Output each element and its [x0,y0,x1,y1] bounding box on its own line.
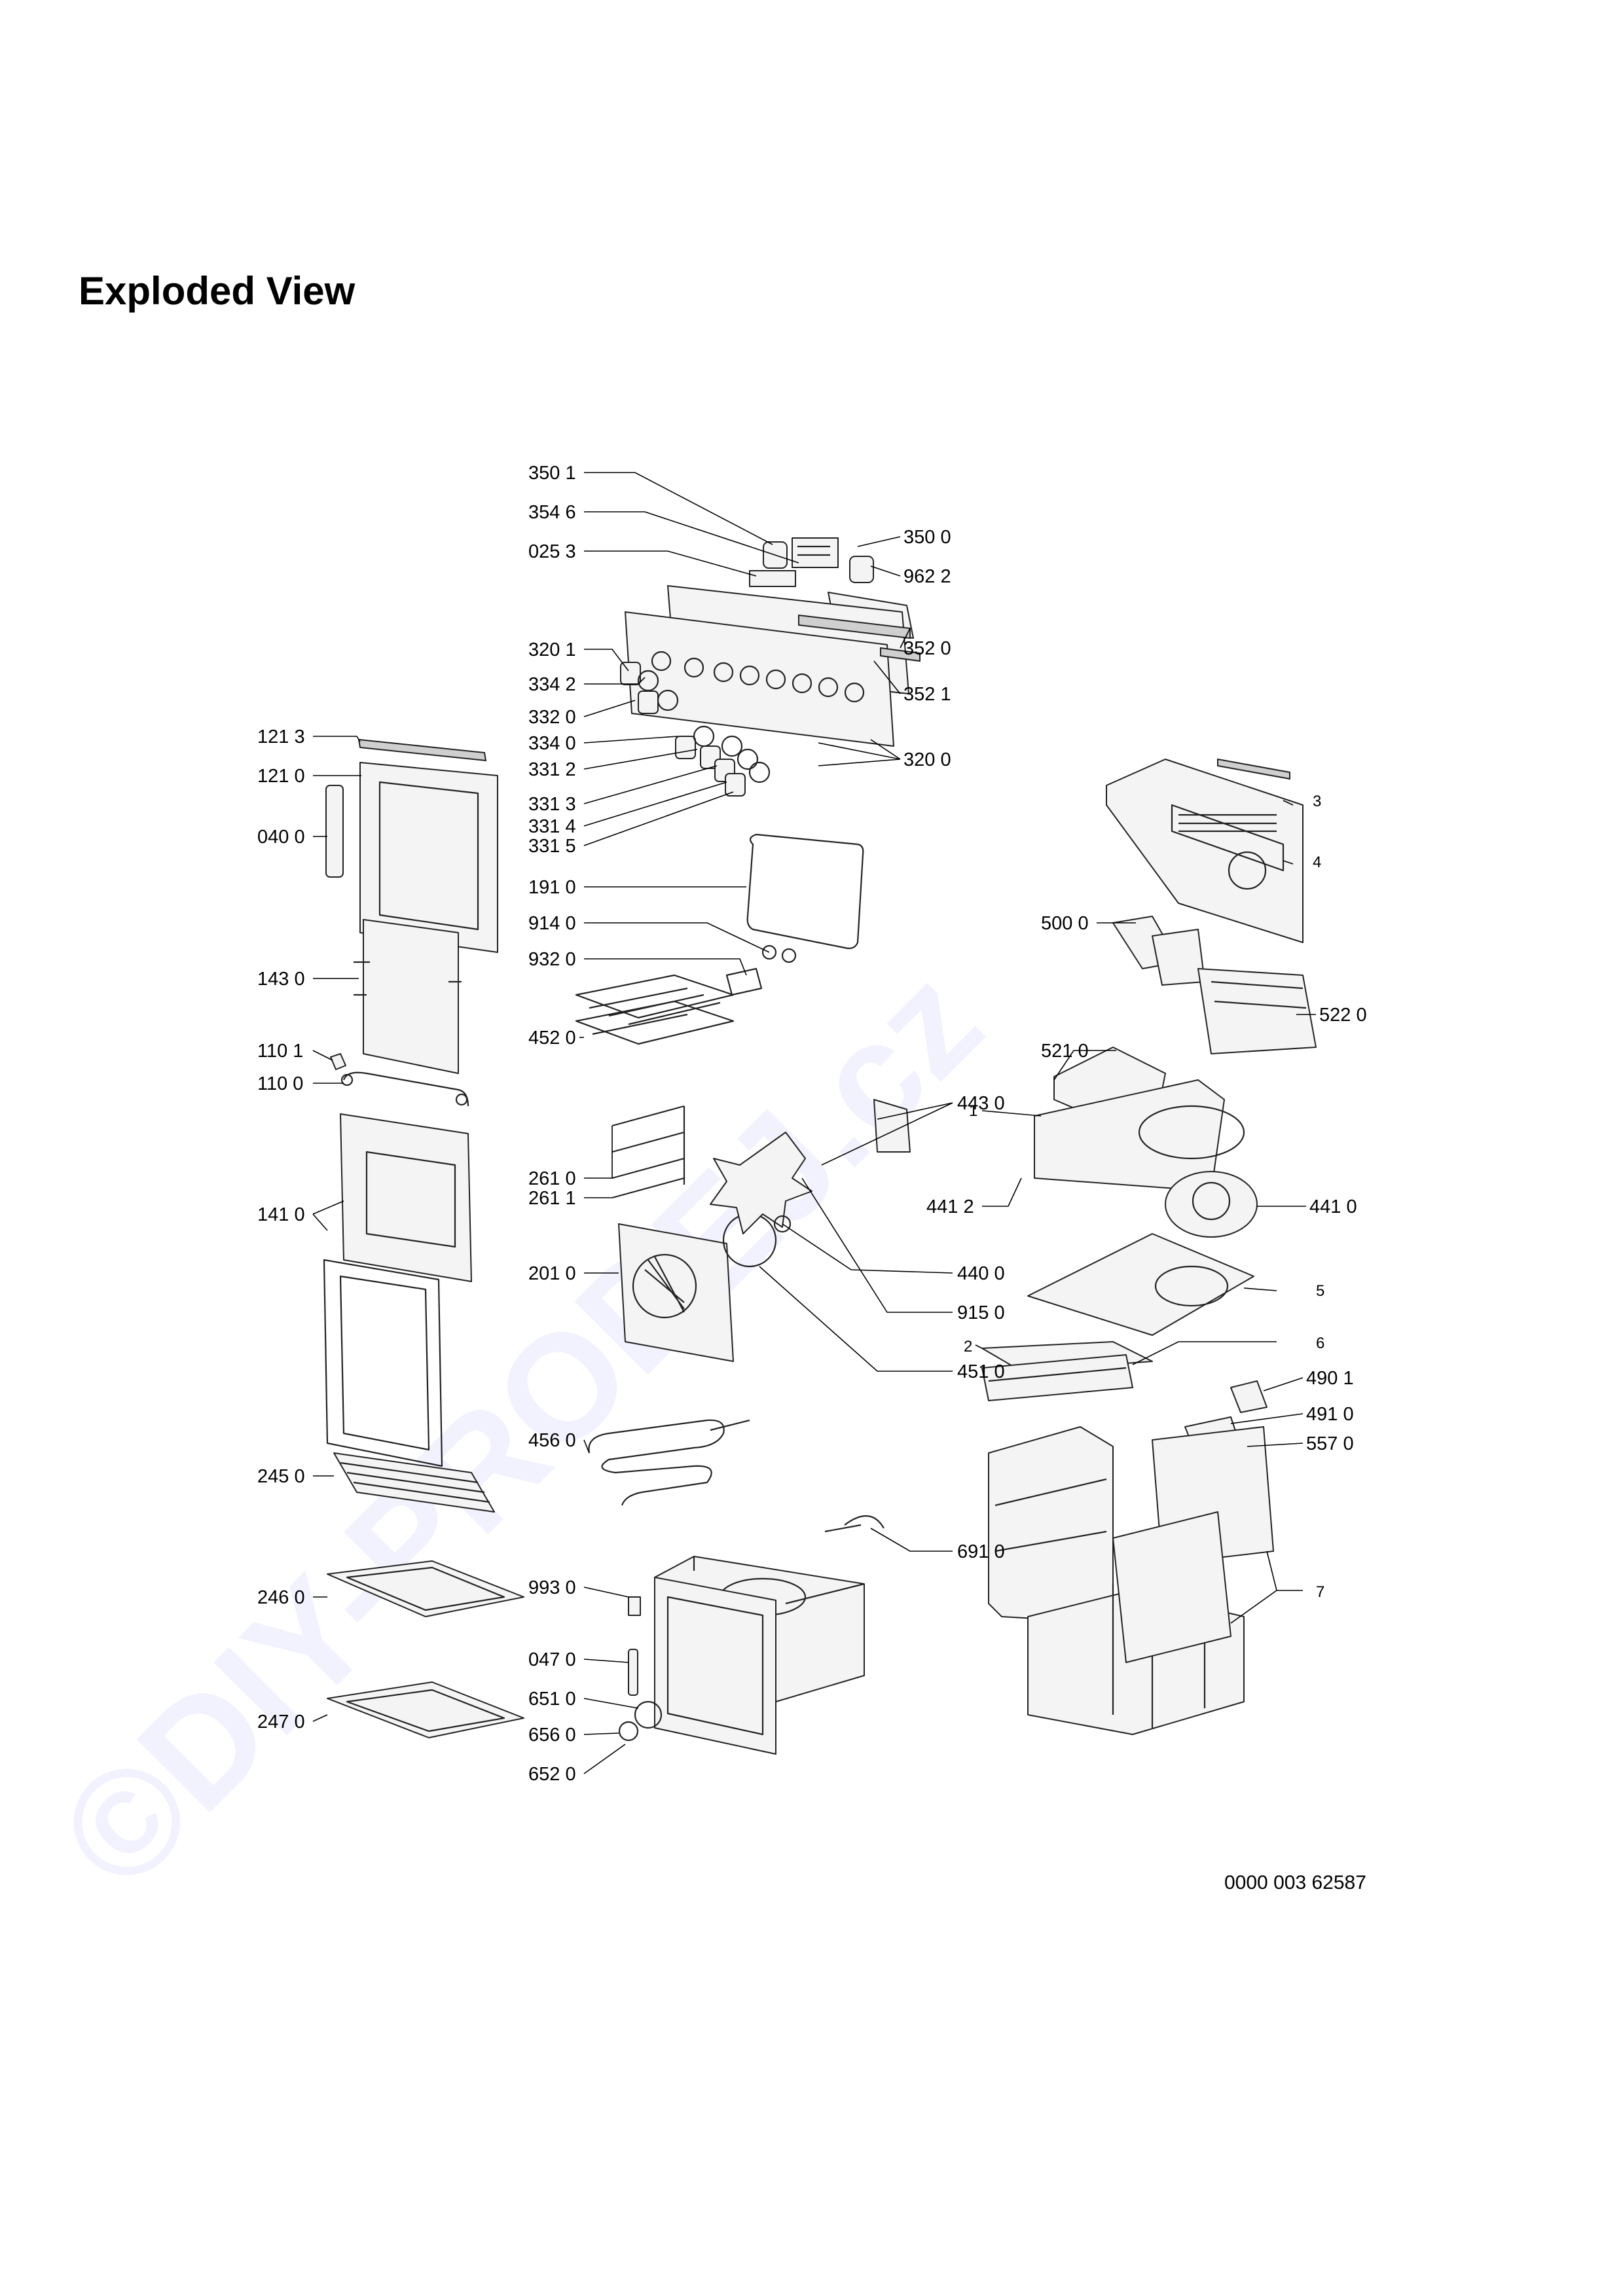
part-label-2611: 261 1 [528,1188,576,1209]
part-label-3320: 332 0 [528,707,576,728]
part-label-1210: 121 0 [257,766,305,787]
part-label-3342: 334 2 [528,674,576,695]
part-label-0253: 025 3 [528,541,576,562]
part-label-2610: 261 0 [528,1168,576,1189]
part-label-n7: 7 [1316,1583,1324,1601]
cavity-parts [575,833,911,1755]
part-label-5220: 522 0 [1319,1005,1367,1026]
part-label-3501: 350 1 [528,463,576,484]
part-label-6910: 691 0 [957,1541,1005,1562]
part-number-labels: 350 1 354 6 025 3 350 0 962 2 352 0 352 … [257,463,1367,1785]
part-label-3500: 350 0 [903,527,951,548]
control-panel-parts [620,537,921,797]
door-parts [323,738,524,1738]
part-label-6510: 651 0 [528,1689,576,1710]
part-label-3315: 331 5 [528,836,576,857]
part-label-3546: 354 6 [528,502,576,523]
part-label-3314: 331 4 [528,816,576,837]
part-label-1101: 110 1 [257,1041,303,1062]
part-label-3521: 352 1 [903,684,951,705]
part-label-3340: 334 0 [528,733,576,754]
part-label-1910: 191 0 [528,877,576,898]
page-title: Exploded View [79,269,356,313]
part-label-3313: 331 3 [528,794,576,815]
part-label-9320: 932 0 [528,949,576,970]
leader-lines [312,472,1316,1774]
part-label-1410: 141 0 [257,1204,305,1225]
part-label-0470: 047 0 [528,1649,576,1670]
part-label-6520: 652 0 [528,1764,576,1785]
part-label-4910: 491 0 [1306,1404,1354,1425]
part-label-3201: 320 1 [528,639,576,660]
part-label-6560: 656 0 [528,1725,576,1746]
part-label-9622: 962 2 [903,566,951,587]
part-label-n2: 2 [964,1338,972,1355]
part-label-n1: 1 [969,1102,977,1120]
part-label-3520: 352 0 [903,638,951,659]
part-label-3312: 331 2 [528,759,576,780]
part-label-4410: 441 0 [1309,1196,1357,1217]
part-label-5210: 521 0 [1041,1041,1089,1062]
part-label-2010: 201 0 [528,1263,576,1284]
part-label-9930: 993 0 [528,1577,576,1598]
part-label-n6: 6 [1316,1335,1324,1352]
part-label-4412: 441 2 [926,1196,974,1217]
part-label-1213: 121 3 [257,726,305,747]
part-label-3200: 320 0 [903,749,951,770]
part-label-4901: 490 1 [1306,1368,1354,1389]
housing-parts [981,758,1317,1735]
part-label-n3: 3 [1313,793,1321,810]
part-label-1100: 110 0 [257,1073,303,1094]
part-label-9140: 914 0 [528,913,576,934]
part-label-2470: 247 0 [257,1712,305,1732]
part-label-n5: 5 [1316,1282,1324,1300]
part-label-1430: 143 0 [257,969,305,990]
part-label-n4: 4 [1313,853,1321,871]
document-number: 0000 003 62587 [1224,1872,1366,1893]
part-label-5000: 500 0 [1041,913,1089,934]
part-label-4430: 443 0 [957,1093,1005,1114]
part-label-5570: 557 0 [1306,1433,1354,1454]
part-drawings [323,537,1317,1755]
part-label-2450: 245 0 [257,1466,305,1487]
part-label-0400: 040 0 [257,827,305,848]
part-label-4560: 456 0 [528,1430,576,1451]
part-label-4520: 452 0 [528,1028,576,1049]
part-label-2460: 246 0 [257,1587,305,1608]
part-label-4400: 440 0 [957,1263,1005,1284]
part-label-4510: 451 0 [957,1361,1005,1382]
part-label-9150: 915 0 [957,1302,1005,1323]
